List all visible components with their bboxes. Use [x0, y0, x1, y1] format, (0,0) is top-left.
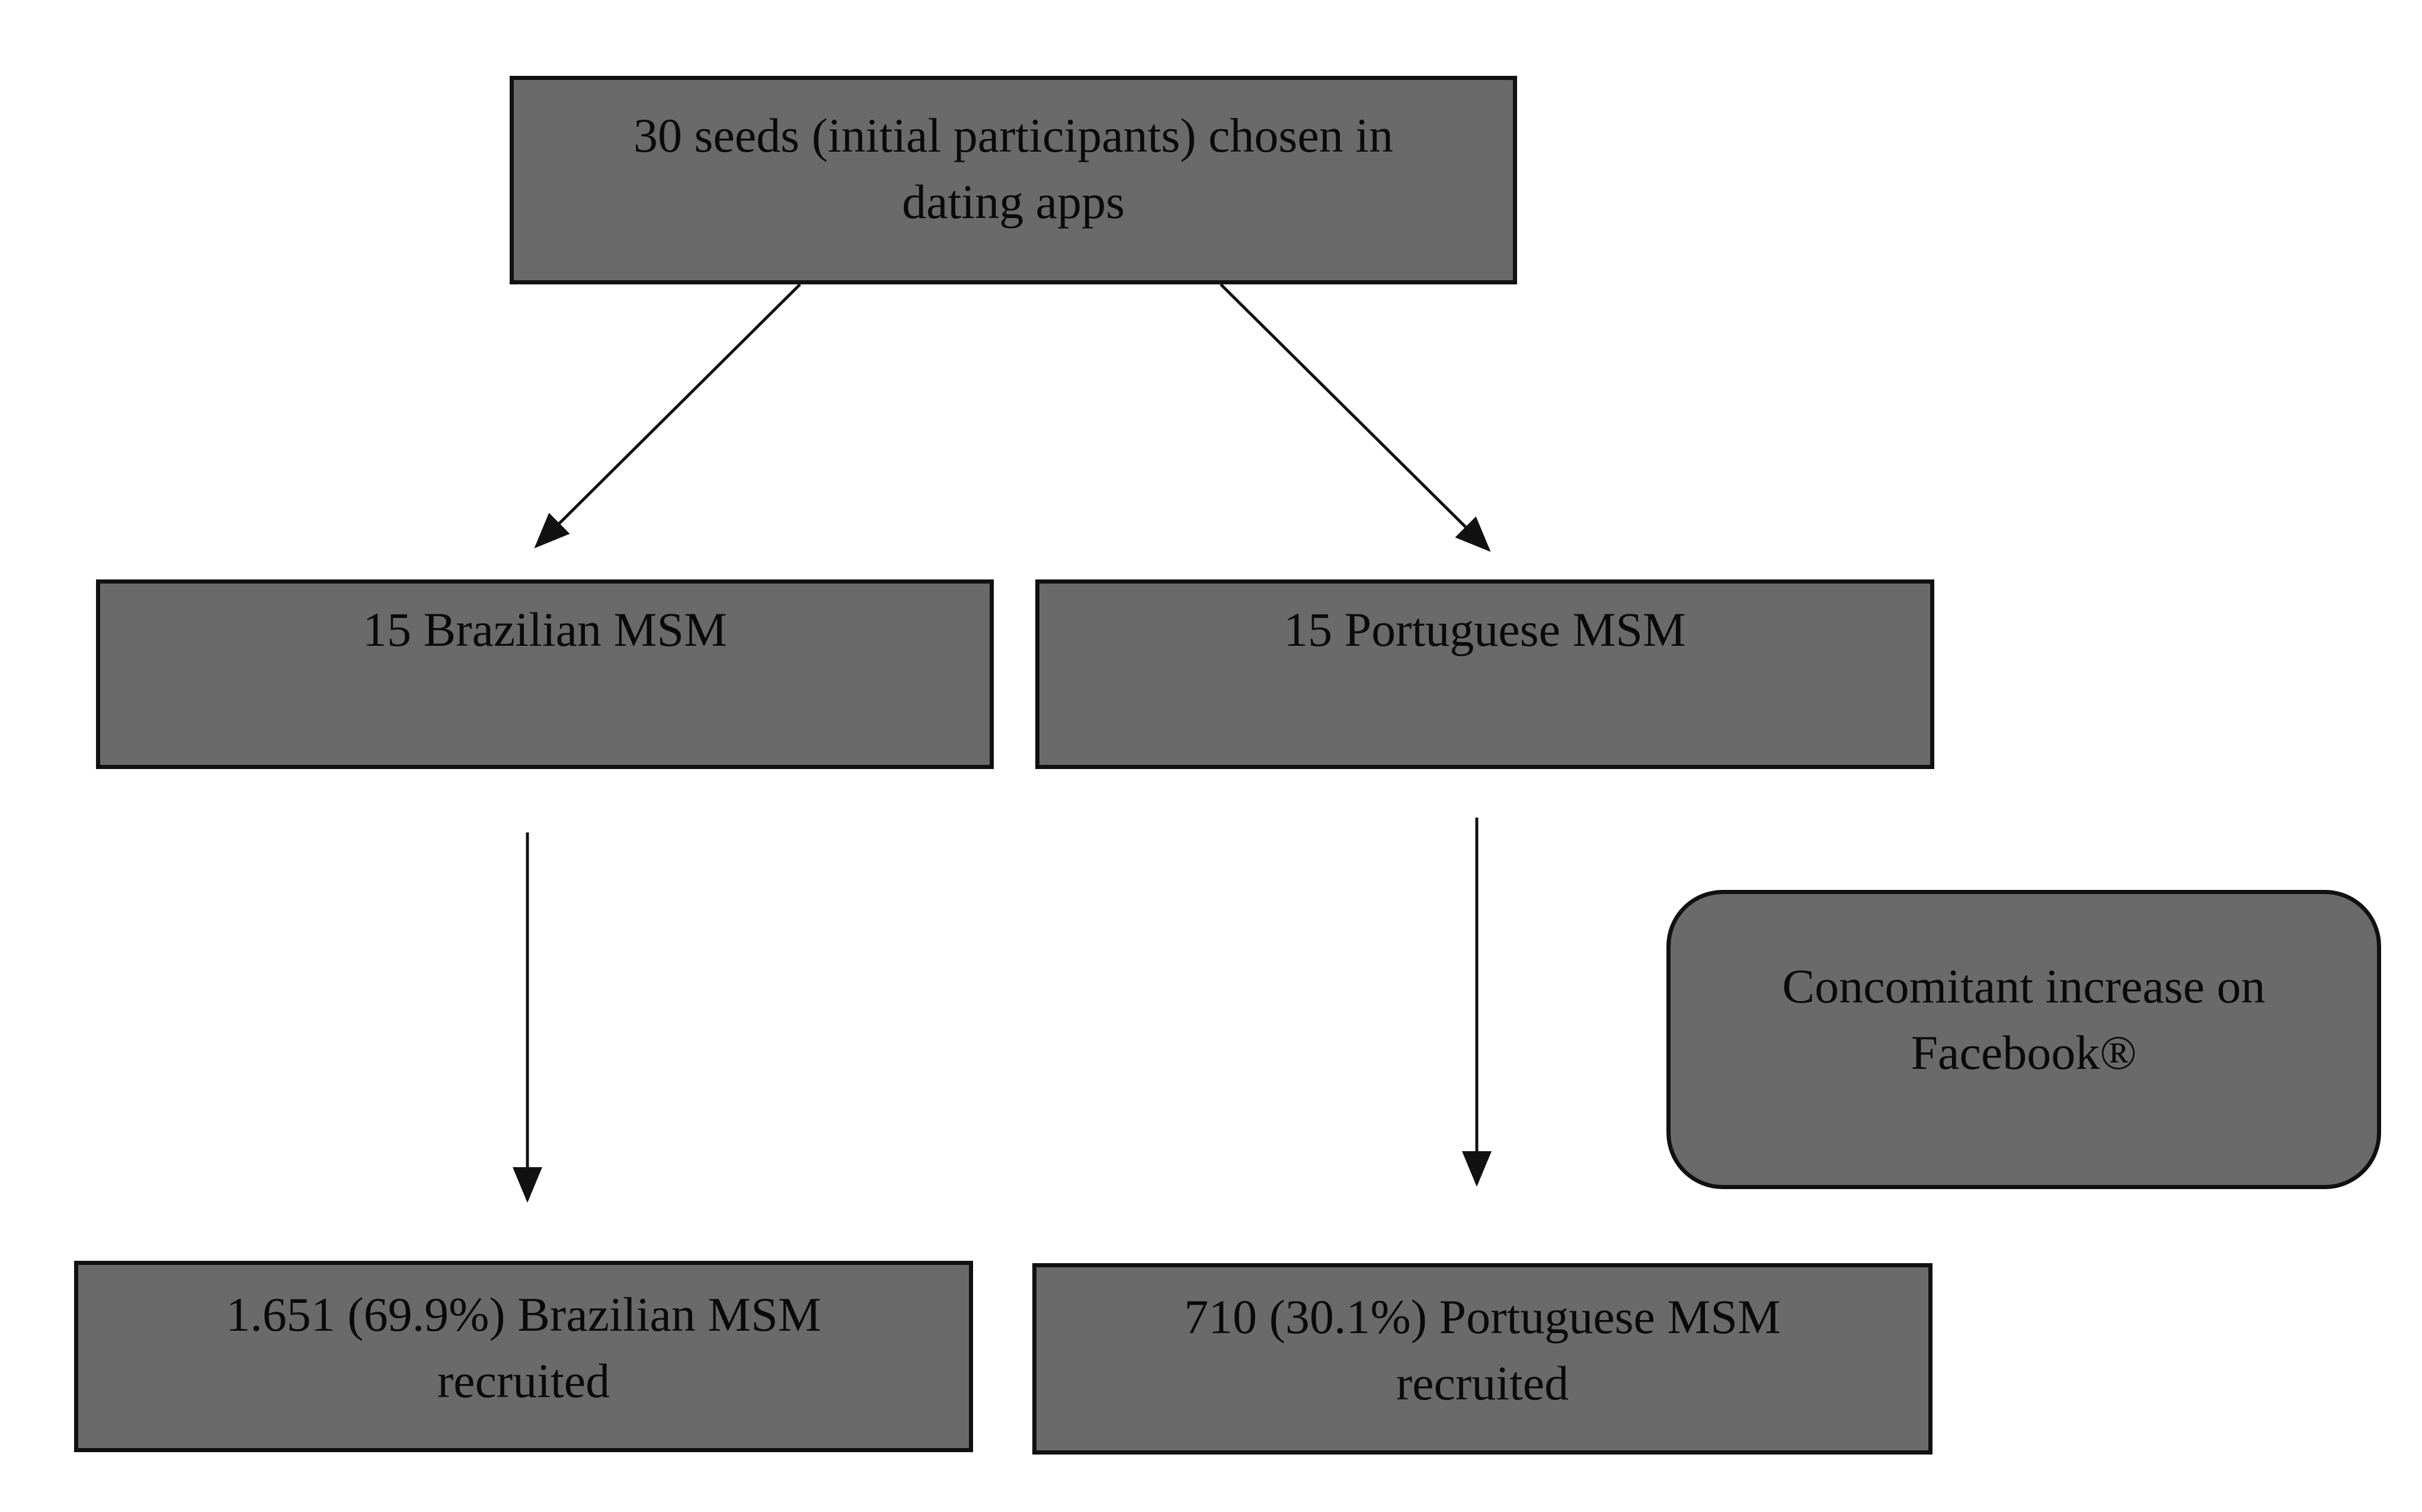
- brazilian-seeds-label: 15 Brazilian MSM: [363, 603, 727, 656]
- portuguese-recruited-line-2: recruited: [1396, 1356, 1569, 1410]
- seeds-line-1: 30 seeds (initial participants) chosen i…: [633, 108, 1394, 162]
- brazilian-recruited-line-1: 1.651 (69.9%) Brazilian MSM: [226, 1287, 821, 1341]
- seeds-line-2: dating apps: [902, 175, 1125, 229]
- seeds-box: 30 seeds (initial participants) chosen i…: [510, 76, 1517, 284]
- portuguese-seeds-box: 15 Portuguese MSM: [1035, 579, 1934, 769]
- facebook-note-line-2: Facebook®: [1911, 1026, 2137, 1079]
- arrow-seeds-to-brazilian: [534, 283, 801, 549]
- portuguese-seeds-label: 15 Portuguese MSM: [1284, 603, 1686, 656]
- arrow-seeds-to-portuguese: [1220, 283, 1491, 552]
- portuguese-recruited-line-1: 710 (30.1%) Portuguese MSM: [1184, 1290, 1781, 1344]
- facebook-note-box: Concomitant increase on Facebook®: [1666, 890, 2381, 1189]
- portuguese-recruited-box: 710 (30.1%) Portuguese MSM recruited: [1032, 1263, 1933, 1455]
- brazilian-seeds-box: 15 Brazilian MSM: [96, 579, 994, 769]
- brazilian-recruited-line-2: recruited: [437, 1354, 610, 1408]
- brazilian-recruited-box: 1.651 (69.9%) Brazilian MSM recruited: [74, 1261, 973, 1452]
- facebook-note-line-1: Concomitant increase on: [1782, 959, 2266, 1013]
